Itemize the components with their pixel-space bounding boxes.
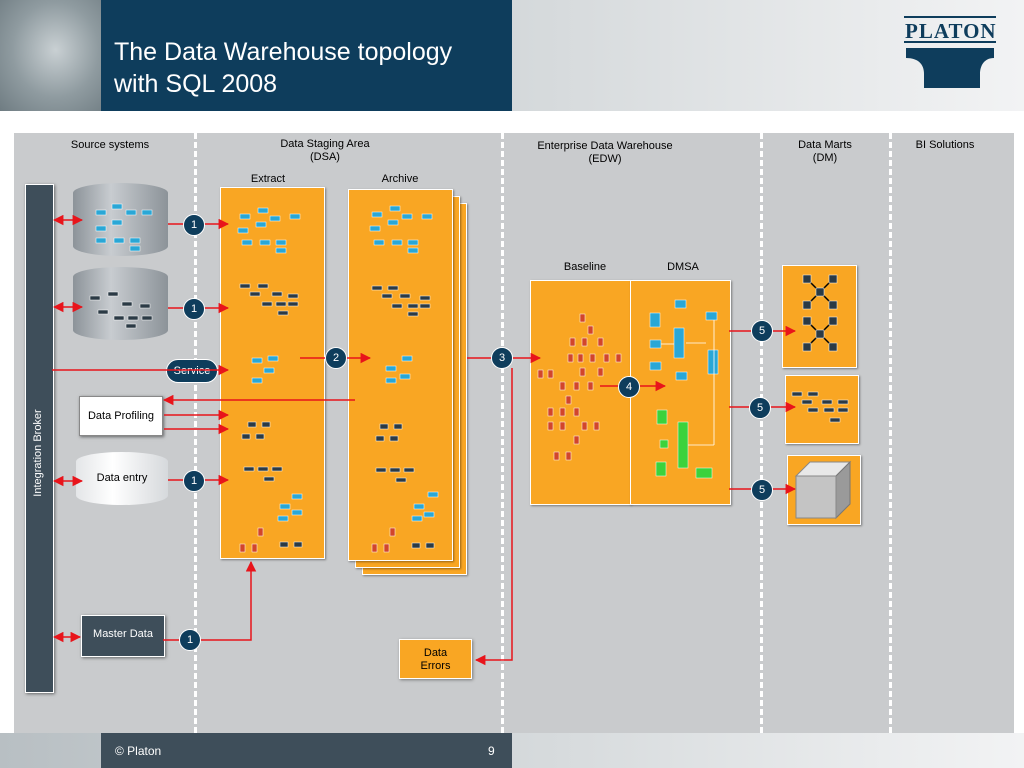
step-5-badge: 5 bbox=[751, 320, 773, 342]
extract-tables-blue bbox=[237, 207, 303, 522]
label-extract: Extract bbox=[250, 173, 286, 185]
title-box bbox=[101, 0, 512, 111]
data-profiling-box: Data Profiling bbox=[79, 396, 163, 436]
archive-tables-red bbox=[371, 527, 396, 553]
data-entry-label: Data entry bbox=[96, 472, 148, 484]
footer-copyright: © Platon bbox=[115, 744, 162, 758]
arrow-edw-errors bbox=[474, 368, 513, 666]
edw-line-2: (EDW) bbox=[588, 153, 622, 165]
step-1-badge: 1 bbox=[183, 214, 205, 236]
olap-cube-icon bbox=[794, 460, 852, 520]
source1-tables bbox=[95, 203, 153, 252]
header-staging: Data Staging Area (DSA) bbox=[255, 138, 395, 164]
staging-line-2: (DSA) bbox=[310, 151, 340, 163]
archive-tables-blue bbox=[369, 205, 439, 522]
archive-tables-dark bbox=[371, 285, 435, 549]
mart-tables-icon bbox=[791, 391, 849, 423]
data-errors-box: Data Errors bbox=[399, 639, 472, 679]
logo-text: PLATON bbox=[905, 19, 997, 43]
baseline-tables bbox=[537, 313, 622, 461]
column-separator bbox=[889, 133, 892, 733]
marts-line-2: (DM) bbox=[812, 152, 838, 164]
header-data-marts: Data Marts (DM) bbox=[775, 139, 875, 165]
dmsa-blue-tables bbox=[649, 299, 719, 381]
integration-broker bbox=[25, 184, 54, 693]
extract-tables-dark bbox=[239, 283, 303, 548]
master-data-box: Master Data bbox=[81, 615, 165, 657]
step-1-badge: 1 bbox=[183, 298, 205, 320]
statue-photo bbox=[0, 0, 101, 111]
column-separator bbox=[501, 133, 504, 733]
data-errors-line-1: Data bbox=[423, 647, 448, 659]
step-3-badge: 3 bbox=[491, 347, 513, 369]
star-schema-nodes bbox=[802, 274, 838, 352]
page-number: 9 bbox=[488, 744, 495, 758]
title-line-2: with SQL 2008 bbox=[114, 70, 278, 98]
staging-line-1: Data Staging Area bbox=[280, 138, 370, 150]
label-baseline: Baseline bbox=[563, 261, 607, 273]
column-separator bbox=[760, 133, 763, 733]
header-source-systems: Source systems bbox=[70, 139, 150, 151]
extract-tables-red bbox=[239, 527, 264, 553]
label-archive: Archive bbox=[381, 173, 419, 185]
step-5-badge: 5 bbox=[751, 479, 773, 501]
step-2-badge: 2 bbox=[325, 347, 347, 369]
footer-bar bbox=[101, 733, 512, 768]
data-errors-line-2: Errors bbox=[420, 660, 451, 672]
page-title: The Data Warehouse topology with SQL 200… bbox=[114, 36, 504, 100]
step-1-badge: 1 bbox=[179, 629, 201, 651]
logo bbox=[900, 14, 1000, 94]
source-database bbox=[73, 267, 168, 340]
label-dmsa: DMSA bbox=[667, 261, 699, 273]
edw-line-1: Enterprise Data Warehouse bbox=[537, 140, 673, 152]
title-line-1: The Data Warehouse topology bbox=[114, 38, 453, 66]
step-4-badge: 4 bbox=[618, 376, 640, 398]
dmsa-links bbox=[661, 320, 715, 446]
source2-tables bbox=[89, 291, 153, 329]
data-entry-database bbox=[76, 452, 168, 505]
column-separator bbox=[194, 133, 197, 733]
service-node: Service bbox=[166, 359, 218, 383]
header-bi-solutions: BI Solutions bbox=[915, 139, 975, 151]
logo-mark-icon bbox=[904, 16, 996, 88]
header-edw: Enterprise Data Warehouse (EDW) bbox=[520, 140, 690, 166]
step-5-badge: 5 bbox=[749, 397, 771, 419]
data-mart-star bbox=[782, 265, 857, 368]
marts-line-1: Data Marts bbox=[798, 139, 852, 151]
step-1-badge: 1 bbox=[183, 470, 205, 492]
dmsa-green-tables bbox=[655, 409, 713, 479]
source-database bbox=[73, 183, 168, 256]
arrow-masterdata-extract bbox=[163, 560, 257, 641]
